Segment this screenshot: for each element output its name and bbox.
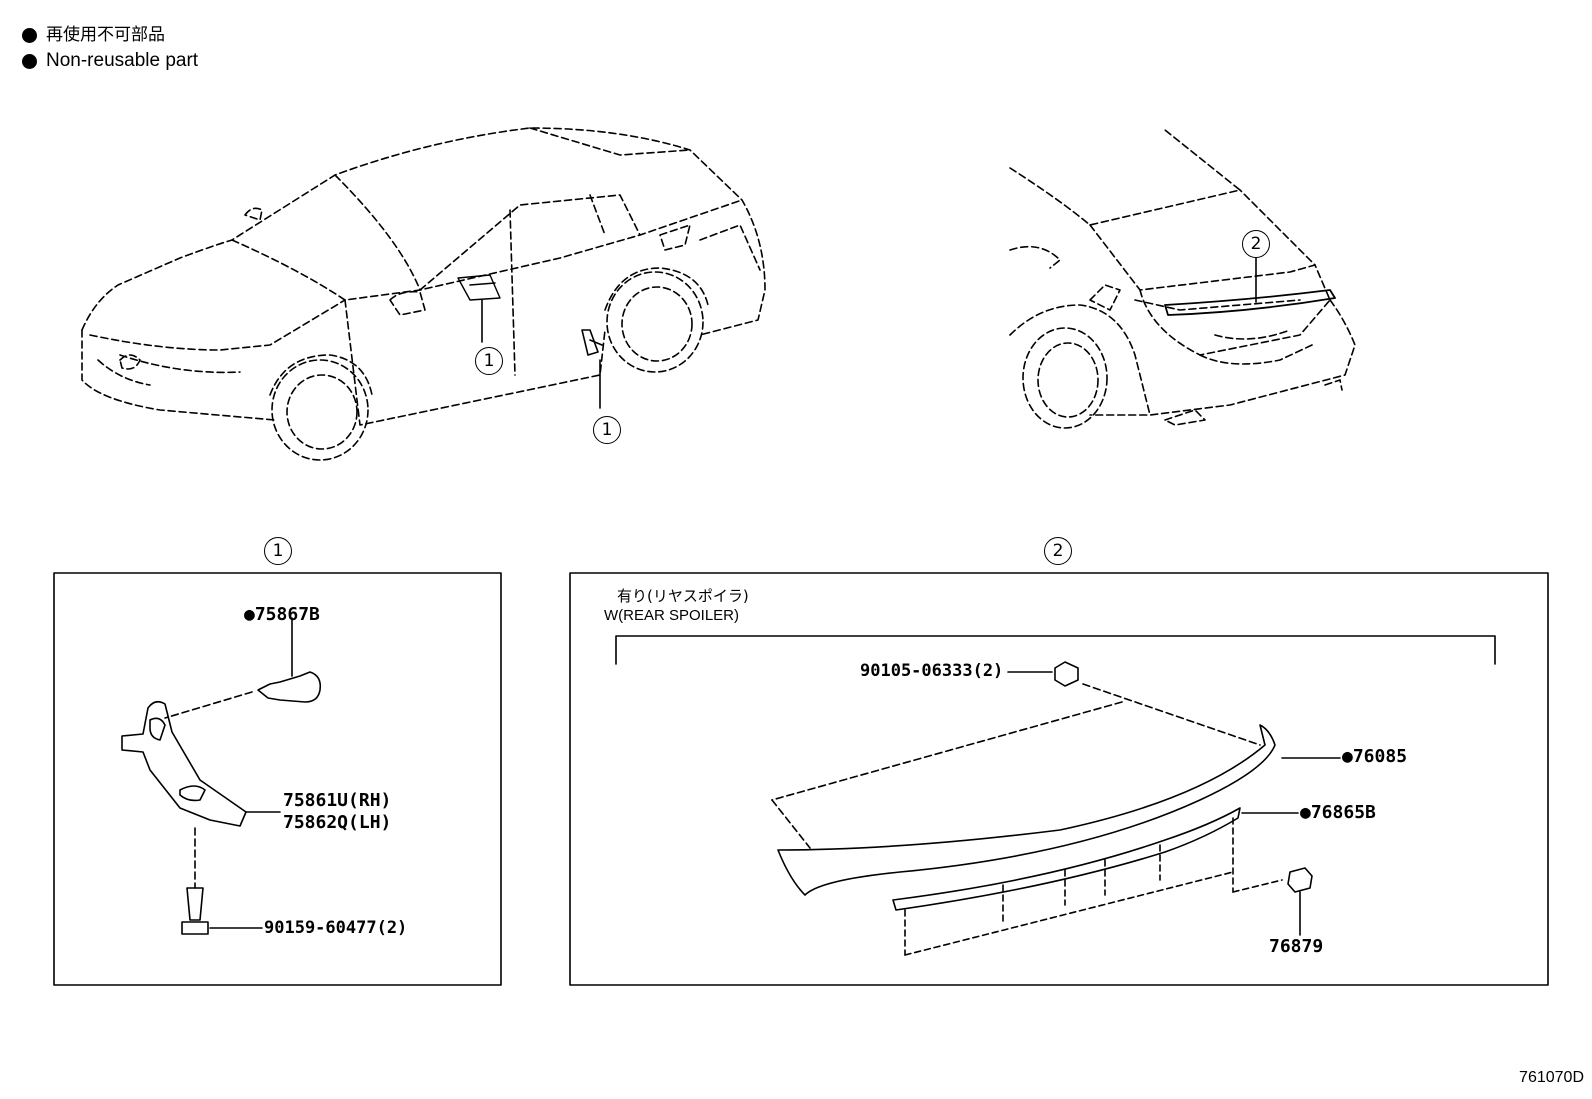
legend: 再使用不可部品 Non-reusable part (22, 22, 198, 74)
panel-1-artwork (121, 617, 322, 935)
part-90159-label[interactable]: 90159-60477(2) (264, 918, 408, 938)
part-76865b-label[interactable]: ●76865B (1300, 802, 1376, 823)
car-rear-illustration (1009, 129, 1356, 429)
non-reusable-bullet-icon: ● (1300, 802, 1311, 823)
legend-en-text: Non-reusable part (46, 50, 199, 71)
part-90105-label[interactable]: 90105-06333(2) (860, 661, 1004, 681)
part-75862q-label[interactable]: 75862Q(LH) (283, 812, 392, 833)
legend-jp-text: 再使用不可部品 (46, 25, 165, 45)
bullet-icon (22, 53, 37, 69)
panel-1-frame (53, 572, 502, 986)
part-75867b-label[interactable]: ●75867B (244, 604, 320, 625)
non-reusable-bullet-icon: ● (1342, 746, 1353, 767)
rear-spoiler-mark (1164, 257, 1336, 316)
condition-jp: 有り(リヤスポイラ) (617, 587, 749, 605)
panel-2-frame (569, 572, 1549, 986)
diagram-code: 761070D (1519, 1069, 1584, 1086)
car-front-illustration (81, 127, 766, 461)
panel-2-title: 2 (1044, 537, 1072, 565)
part-76879-label[interactable]: 76879 (1269, 936, 1324, 957)
bullet-icon (22, 27, 37, 43)
sill-bracket-marks (457, 274, 603, 409)
panel-1-title: 1 (264, 537, 292, 565)
callout-1-front-door[interactable]: 1 (475, 347, 503, 375)
part-number: 76085 (1352, 746, 1408, 767)
part-75861u-label[interactable]: 75861U(RH) (283, 790, 392, 811)
part-number: 76865B (1310, 802, 1376, 823)
panel-2-artwork (615, 635, 1496, 956)
legend-row-en: Non-reusable part (22, 48, 198, 74)
part-number: 75867B (254, 604, 320, 625)
callout-1-rear-door[interactable]: 1 (593, 416, 621, 444)
non-reusable-bullet-icon: ● (244, 604, 255, 625)
callout-2-spoiler[interactable]: 2 (1242, 230, 1270, 258)
part-76085-label[interactable]: ●76085 (1342, 746, 1407, 767)
condition-en: W(REAR SPOILER) (604, 607, 740, 624)
legend-row-jp: 再使用不可部品 (22, 22, 198, 48)
